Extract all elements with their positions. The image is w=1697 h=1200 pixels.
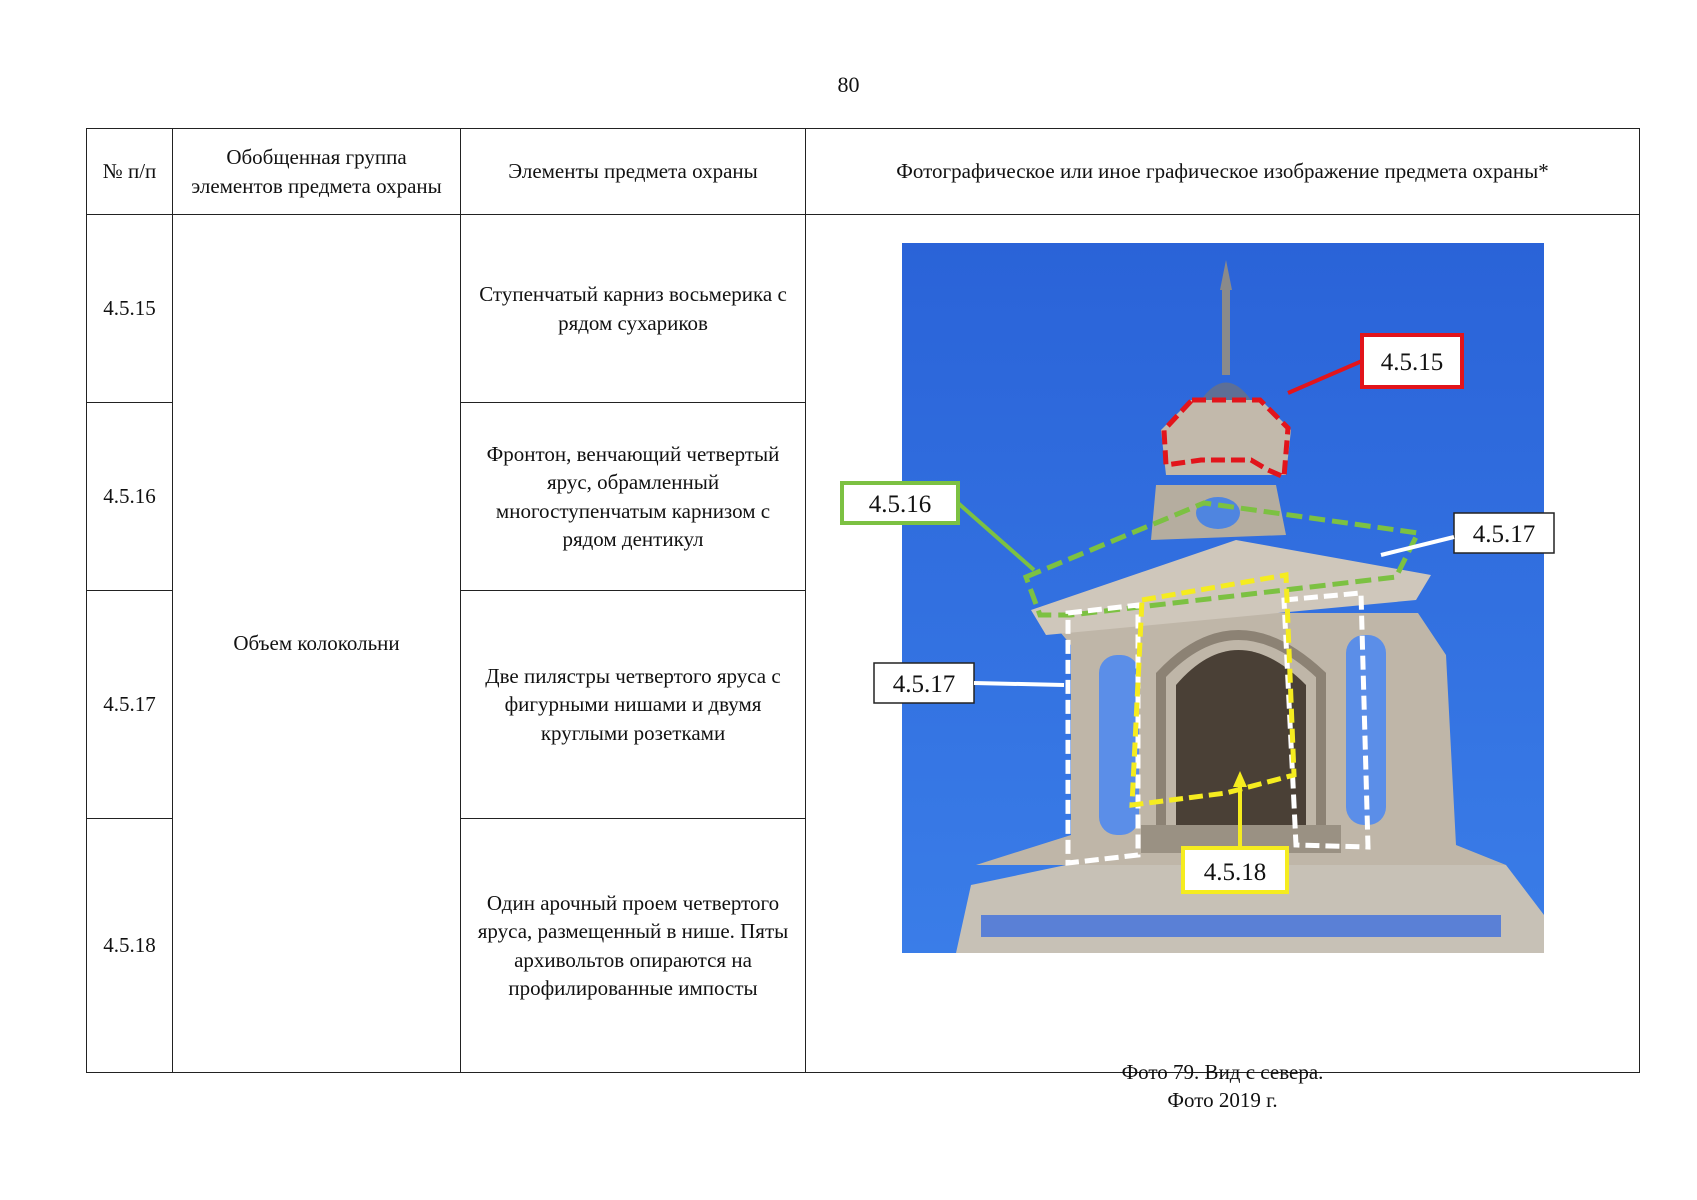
label-4-5-17-left: 4.5.17: [893, 671, 956, 698]
outline-4-5-15: [1161, 397, 1291, 481]
row-number: 4.5.15: [86, 214, 173, 403]
element-description: Ступенчатый карниз восьмерика с рядом су…: [460, 214, 806, 403]
pediment: [1031, 540, 1431, 635]
spire: [1222, 285, 1230, 375]
bell-tower-photo: 4.5.15 4.5.16 4.5.17 4.5.17: [840, 243, 1555, 953]
caption-line-2: Фото 2019 г.: [1167, 1088, 1278, 1113]
header-photo: Фотографическое или иное графическое изо…: [805, 128, 1640, 215]
header-elements: Элементы предмета охраны: [460, 128, 806, 215]
label-4-5-15: 4.5.15: [1381, 349, 1444, 376]
protection-table: № п/п Обобщенная группа элементов предме…: [86, 128, 1640, 1112]
outline-4-5-16: [1022, 500, 1422, 618]
caption-line-1: Фото 79. Вид с севера.: [1121, 1060, 1324, 1084]
label-box-4-5-17-right: [1453, 512, 1555, 554]
label-4-5-17-right: 4.5.17: [1473, 521, 1536, 548]
table-row: 4.5.18 Один арочный проем четвертого яру…: [86, 818, 1640, 1073]
row-number: 4.5.17: [86, 590, 173, 819]
photo-cell: 4.5.15 4.5.16 4.5.17 4.5.17: [805, 214, 1640, 1112]
row-number: 4.5.16: [86, 402, 173, 591]
photo-caption: Фото 79. Вид с севера. Фото 2019 г.: [806, 1058, 1639, 1115]
outline-4-5-17-right: [1281, 590, 1371, 850]
page-number: 80: [837, 72, 860, 97]
element-description: Две пилястры четвертого яруса с фигурным…: [460, 590, 806, 819]
header-row: № п/п Обобщенная группа элементов предме…: [86, 128, 1640, 215]
right-niche: [1346, 635, 1386, 825]
outline-4-5-18: [1129, 572, 1297, 808]
label-box-4-5-18: [1181, 846, 1289, 894]
header-number: № п/п: [86, 128, 173, 215]
label-box-4-5-17-left: [873, 662, 975, 704]
label-4-5-18: 4.5.18: [1204, 859, 1267, 886]
header-group: Обобщенная группа элементов предмета охр…: [172, 128, 461, 215]
label-box-4-5-16: [840, 481, 960, 525]
row-number: 4.5.18: [86, 818, 173, 1073]
table-row: 4.5.17 Две пилястры четвертого яруса с ф…: [86, 590, 1640, 819]
label-4-5-16: 4.5.16: [869, 491, 932, 518]
table-row: 4.5.15 Объем колокольни Ступенчатый карн…: [86, 214, 1640, 1112]
upper-octagon: [1161, 400, 1291, 475]
table-row: 4.5.16 Фронтон, венчающий четвертый ярус…: [86, 402, 1640, 591]
element-description: Фронтон, венчающий четвертый ярус, обрам…: [460, 402, 806, 591]
left-niche: [1099, 655, 1139, 835]
dome: [1201, 382, 1251, 400]
outline-4-5-17-left: [1065, 602, 1141, 866]
group-cell: Объем колокольни: [172, 214, 461, 1073]
element-description: Один арочный проем четвертого яруса, раз…: [460, 818, 806, 1073]
